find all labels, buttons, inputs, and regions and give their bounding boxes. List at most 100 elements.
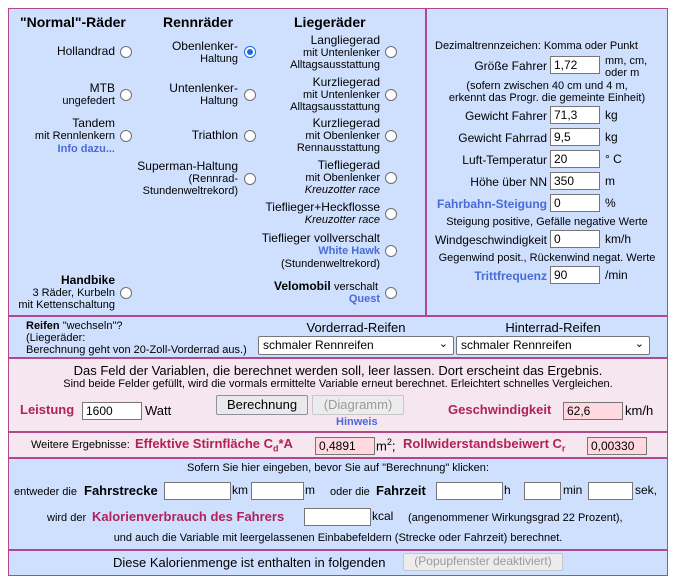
frontal-area-label: Effektive Stirnfläche Cd*A xyxy=(135,436,293,454)
radio-obenlenker[interactable] xyxy=(244,46,256,58)
sek-unit: sek, xyxy=(635,483,658,497)
time-label: Fahrzeit xyxy=(376,483,426,498)
option-sublabel: Alltagsausstattung xyxy=(290,101,380,113)
radio-velomobil[interactable] xyxy=(385,287,397,299)
rider-weight-input[interactable]: 71,3 xyxy=(550,106,600,124)
option-sublabel: Haltung xyxy=(200,53,238,65)
hint-link[interactable]: Hinweis xyxy=(336,416,378,428)
radio-untenlenker[interactable] xyxy=(244,89,256,101)
time-h-input[interactable] xyxy=(436,482,503,500)
tires-label: Reifen "wechseln"? xyxy=(26,320,122,332)
distance-km-input[interactable] xyxy=(164,482,231,500)
or-text: oder die xyxy=(330,486,370,498)
calorie-label: Kalorienverbrauch des Fahrers xyxy=(92,509,285,524)
wind-note: Gegenwind posit., Rückenwind negat. Wert… xyxy=(438,252,656,264)
option-sublabel: Kreuzotter race xyxy=(304,184,380,196)
min-unit: min xyxy=(563,483,583,497)
calc-instruction: Das Feld der Variablen, die berechnet we… xyxy=(73,363,603,378)
front-tire-header: Vorderrad-Reifen xyxy=(306,320,406,335)
option-label: MTB xyxy=(89,81,115,95)
velomobil-name: Velomobil xyxy=(274,279,331,293)
altitude-input[interactable]: 350 xyxy=(550,172,600,190)
frontal-area-text: Effektive Stirnfläche C xyxy=(135,436,273,451)
rider-weight-label: Gewicht Fahrer xyxy=(464,109,547,123)
distance-intro: Sofern Sie hier eingeben, bevor Sie auf … xyxy=(187,462,489,474)
distance-m-input[interactable] xyxy=(251,482,304,500)
option-label: Triathlon xyxy=(191,128,238,142)
time-sec-input[interactable] xyxy=(588,482,633,500)
further-results-label: Weitere Ergebnisse: xyxy=(31,439,130,451)
popup-button[interactable]: (Popupfenster deaktiviert) xyxy=(403,553,563,571)
frontal-area-unit-sup: 2 xyxy=(386,437,392,447)
velomobil-note: verschalt xyxy=(334,281,379,293)
radio-langliegerad[interactable] xyxy=(385,46,397,58)
slope-label-link[interactable]: Fahrbahn-Steigung xyxy=(437,197,547,211)
cadence-label-link[interactable]: Trittfrequenz xyxy=(474,269,547,283)
option-label-velomobil: Velomobil verschalt xyxy=(274,279,378,293)
radio-triathlon[interactable] xyxy=(244,130,256,142)
header-normal-bikes: "Normal"-Räder xyxy=(20,14,126,30)
white-hawk-link[interactable]: White Hawk xyxy=(318,245,380,257)
either-text: entweder die xyxy=(14,486,77,498)
quest-link[interactable]: Quest xyxy=(348,293,380,305)
speed-unit: km/h xyxy=(625,403,654,418)
radio-handbike[interactable] xyxy=(120,287,132,299)
tires-label-bold: Reifen xyxy=(26,320,60,332)
calculate-button[interactable]: Berechnung xyxy=(216,395,308,415)
rolling-resistance-output[interactable]: 0,00330 xyxy=(587,437,647,455)
temperature-unit: ° C xyxy=(605,152,622,166)
radio-superman[interactable] xyxy=(244,173,256,185)
time-min-input[interactable] xyxy=(524,482,561,500)
radio-kurzlieger-oben[interactable] xyxy=(385,130,397,142)
option-sublabel: (Rennrad- xyxy=(188,173,238,185)
speed-output[interactable]: 62,6 xyxy=(563,402,623,420)
temperature-label: Luft-Temperatur xyxy=(462,153,547,167)
option-sublabel: Stundenweltrekord) xyxy=(142,185,238,197)
header-recumbent-bikes: Liegeräder xyxy=(294,14,366,30)
option-label: Tieflieger+Heckflosse xyxy=(265,200,380,214)
wind-input[interactable]: 0 xyxy=(550,230,600,248)
option-label: Superman-Haltung xyxy=(137,159,238,173)
radio-vollverschalt[interactable] xyxy=(385,245,397,257)
parameter-panel xyxy=(426,8,668,316)
front-tire-select[interactable]: schmaler Rennreifen⌄ xyxy=(258,336,454,355)
radio-hollandrad[interactable] xyxy=(120,46,132,58)
power-input[interactable]: 1600 xyxy=(82,402,142,420)
diagram-button[interactable]: (Diagramm) xyxy=(312,395,404,415)
rear-tire-value: schmaler Rennreifen xyxy=(461,338,572,352)
front-tire-value: schmaler Rennreifen xyxy=(263,338,374,352)
option-sublabel: mit Obenlenker xyxy=(305,172,380,184)
option-label: Obenlenker- xyxy=(171,39,238,53)
power-unit: Watt xyxy=(145,403,172,418)
height-input[interactable]: 1,72 xyxy=(550,56,600,74)
calorie-input[interactable] xyxy=(304,508,371,526)
height-units-2: oder m xyxy=(605,67,640,79)
frontal-area-suffix: *A xyxy=(278,436,293,451)
option-label: Tieflieger vollverschalt xyxy=(261,231,380,245)
slope-note: Steigung positive, Gefälle negative Wert… xyxy=(446,216,648,228)
radio-heckflosse[interactable] xyxy=(385,208,397,220)
cadence-input[interactable]: 90 xyxy=(550,266,600,284)
rider-weight-unit: kg xyxy=(605,108,618,122)
option-label: Kurzliegerad xyxy=(312,116,380,130)
distance-label: Fahrstrecke xyxy=(84,483,158,498)
slope-input[interactable]: 0 xyxy=(550,194,600,212)
option-sublabel: 3 Räder, Kurbeln xyxy=(32,287,115,299)
distance-panel xyxy=(8,458,668,550)
height-note-2: erkennt das Progr. die gemeinte Einheit) xyxy=(448,92,646,104)
rear-tire-select[interactable]: schmaler Rennreifen⌄ xyxy=(456,336,650,355)
radio-tiefliegerad[interactable] xyxy=(385,172,397,184)
radio-kurzlieger-unten[interactable] xyxy=(385,89,397,101)
option-sublabel: (Stundenweltrekord) xyxy=(280,258,380,270)
option-sublabel: ungefedert xyxy=(62,95,115,107)
option-sublabel: Alltagsausstattung xyxy=(290,59,380,71)
radio-mtb[interactable] xyxy=(120,89,132,101)
option-label: Untenlenker- xyxy=(169,81,238,95)
option-label: Handbike xyxy=(60,273,115,287)
bike-weight-input[interactable]: 9,5 xyxy=(550,128,600,146)
power-label: Leistung xyxy=(20,402,75,417)
radio-tandem[interactable] xyxy=(120,130,132,142)
temperature-input[interactable]: 20 xyxy=(550,150,600,168)
frontal-area-output[interactable]: 0,4891 xyxy=(315,437,375,455)
tandem-info-link[interactable]: Info dazu... xyxy=(57,143,115,155)
